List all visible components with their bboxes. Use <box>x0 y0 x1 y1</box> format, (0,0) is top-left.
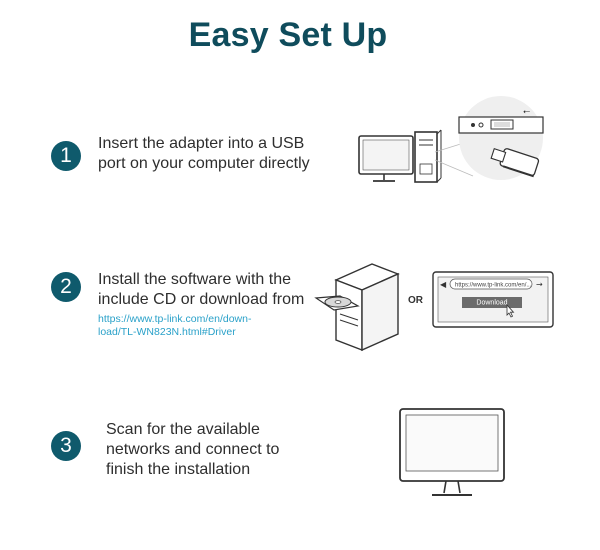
browser-illustration: ◀ https://www.tp-link.com/en/... → Downl… <box>432 271 554 328</box>
step-2-text: Install the software with the include CD… <box>98 271 305 308</box>
step-3-text: Scan for the available networks and conn… <box>106 421 280 478</box>
forward-arrow-icon: → <box>536 280 543 289</box>
url-text: https://www.tp-link.com/en/... <box>455 283 532 289</box>
back-arrow-icon: ◀ <box>440 280 447 289</box>
cd-computer-illustration <box>314 263 400 352</box>
step-2-badge: 2 <box>51 272 81 302</box>
driver-download-link[interactable]: https://www.tp-link.com/en/down- load/TL… <box>98 313 252 338</box>
page-title: Easy Set Up <box>188 16 388 54</box>
download-button-label: Download <box>476 300 507 307</box>
step-1-badge: 1 <box>51 141 81 171</box>
url-bar <box>449 278 533 290</box>
monitor-illustration <box>399 408 505 496</box>
cursor-hand-icon <box>506 303 515 318</box>
step-3-badge: 3 <box>51 431 81 461</box>
computer-usb-illustration: ⭠ <box>358 96 544 183</box>
or-label: OR <box>408 295 423 306</box>
step-1-text: Insert the adapter into a USB port on yo… <box>98 135 310 172</box>
usb-adapter-icon <box>490 148 540 178</box>
download-button <box>462 297 522 308</box>
pc-tower-icon <box>335 278 363 352</box>
usb-symbol-icon: ⭠ <box>523 107 530 117</box>
